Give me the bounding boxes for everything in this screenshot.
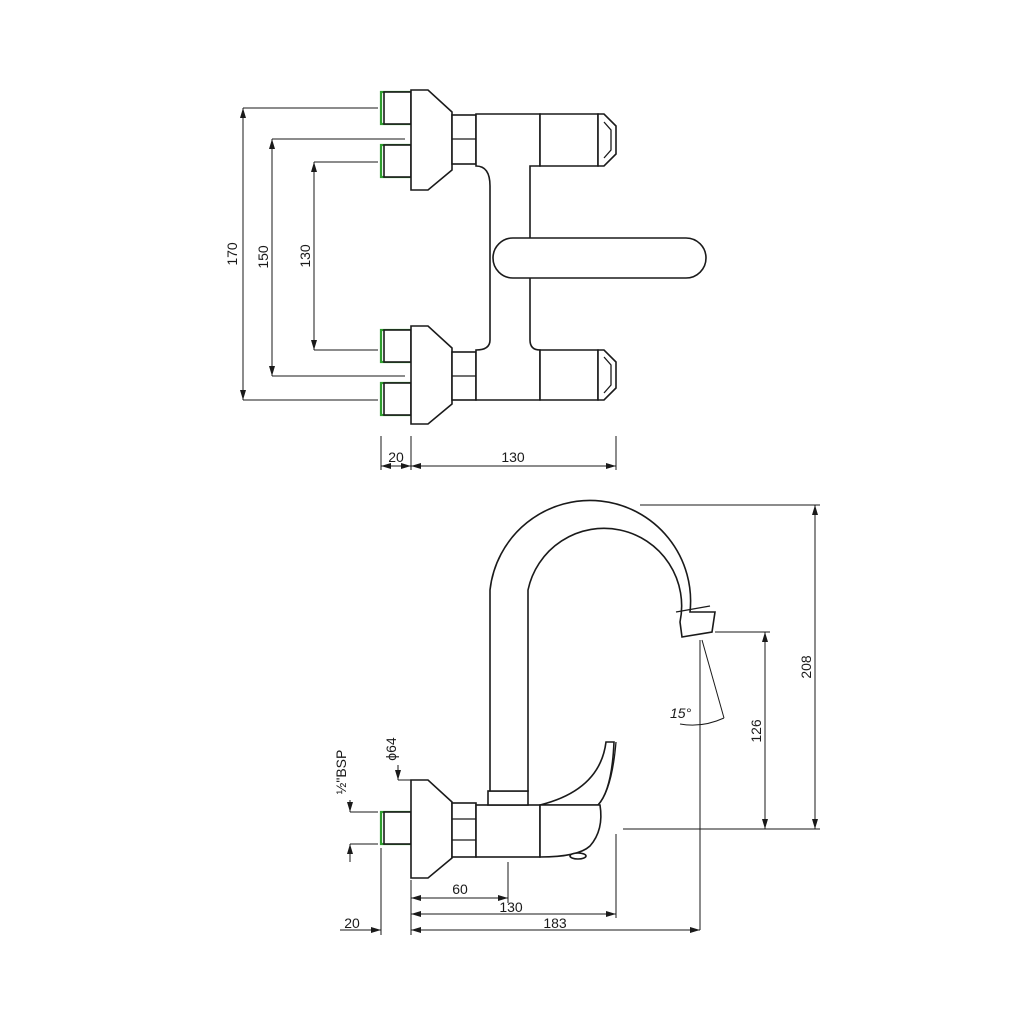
arrow-130-left [411,911,421,917]
label-150: 150 [255,245,271,269]
mixer-body-plan [475,113,707,401]
upper-wall-flange [410,89,453,191]
label-183: 183 [543,915,567,931]
side-nut [451,802,477,858]
lower-wall-flange [410,325,453,425]
upper-inlet-2 [383,144,412,178]
arrow-bsp-top [347,802,353,812]
label-208: 208 [798,655,814,679]
lever-handle-upper [539,741,615,806]
spout-plan [492,237,707,279]
top-vertical-dimensions: 170 150 130 [224,107,405,401]
arrow-20-right [401,463,411,469]
top-horizontal-dimensions: 20 130 [380,436,617,470]
arrow-150-bottom [269,366,275,376]
lever-outline [597,741,617,806]
label-130-side: 130 [499,899,523,915]
label-60: 60 [452,881,468,897]
label-20-top: 20 [388,449,404,465]
angle-arc [679,717,725,726]
side-body-block [475,804,541,858]
spout-axis-angled [701,639,725,719]
label-170: 170 [224,242,240,266]
arrow-170-top [240,108,246,118]
arrow-60-right [498,895,508,901]
arrow-126-bottom [762,819,768,829]
upper-inlet-1 [383,91,412,125]
lower-cap-detail [603,356,612,394]
side-height-dimensions: 126 208 [623,504,820,830]
arrow-130-right [606,463,616,469]
arrow-130-bottom [311,340,317,350]
arrow-64 [395,770,401,780]
arrow-130-left [411,463,421,469]
arrow-183-left [411,927,421,933]
arrow-126-top [762,632,768,642]
arrow-20-left [381,463,391,469]
arrow-130-right [606,911,616,917]
side-view: 15° 126 208 ϕ64 [333,499,820,935]
arrow-20 [371,927,381,933]
lower-cartridge-housing [539,349,599,401]
arrow-208-bottom [812,819,818,829]
lower-inlet-2 [383,382,412,416]
label-130-horizontal: 130 [501,449,525,465]
side-horizontal-dimensions: 60 130 183 20 [340,834,700,935]
lower-inlet-1 [383,329,412,363]
side-wall-flange [410,779,453,879]
arrow-150-top [269,139,275,149]
lower-cartridge-cap [597,349,617,401]
lever-body [539,804,602,858]
arrow-170-bottom [240,390,246,400]
upper-cap-detail [603,121,612,159]
label-diameter: ϕ64 [383,737,399,761]
side-inlet [383,811,412,845]
swan-neck-spout [489,499,716,792]
arrow-208-top [812,505,818,515]
spout-tip-line [675,605,711,613]
upper-cartridge-housing [539,113,599,167]
side-inlet-assembly [379,779,477,879]
label-130-vertical: 130 [297,244,313,268]
label-thread: ½"BSP [333,750,349,795]
angle-indicator: 15° [670,639,725,930]
spout-collar [487,790,529,806]
upper-cartridge-cap [597,113,617,167]
side-body [475,499,716,860]
lower-inlet-assembly [379,325,477,425]
arrow-183-right [690,927,700,933]
arrow-60-left [411,895,421,901]
side-left-dimensions: ϕ64 ½"BSP [333,737,414,862]
upper-inlet-assembly [379,89,477,191]
aerator-bottom [569,852,587,860]
arrow-bsp-bottom [347,844,353,854]
top-view: 170 150 130 20 130 [224,89,707,470]
label-angle: 15° [670,705,692,721]
label-20-side: 20 [344,915,360,931]
label-126: 126 [748,719,764,743]
arrow-130-top [311,162,317,172]
